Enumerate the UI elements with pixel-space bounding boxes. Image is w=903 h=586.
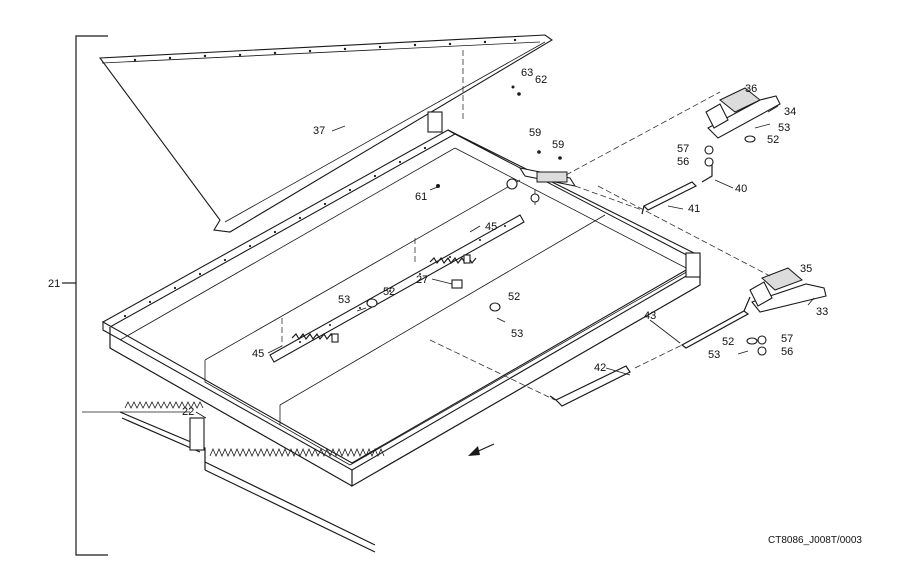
- callout-63: 63: [521, 67, 533, 79]
- lower-lever-assembly: [737, 267, 827, 356]
- callout-56-upper: 56: [677, 156, 689, 168]
- tension-springs: [281, 238, 477, 346]
- callout-33: 33: [816, 306, 828, 318]
- callout-52-center: 52: [508, 291, 520, 303]
- callout-34: 34: [784, 106, 796, 118]
- callout-52-lower: 52: [722, 336, 734, 348]
- callout-52-upper: 52: [767, 134, 779, 146]
- callout-61: 61: [415, 191, 427, 203]
- hardware-fasteners: [356, 85, 562, 323]
- leader-lines: [82, 105, 815, 419]
- callout-41: 41: [688, 203, 700, 215]
- main-frame: [101, 111, 701, 488]
- callout-56-lower: 56: [781, 346, 793, 358]
- callout-43: 43: [644, 310, 656, 322]
- callout-62: 62: [535, 74, 547, 86]
- cross-member: [506, 167, 577, 205]
- callout-40: 40: [735, 183, 747, 195]
- knife-sections: [119, 401, 385, 553]
- linkage-rods: [549, 160, 751, 407]
- callout-57-lower: 57: [781, 333, 793, 345]
- guide-lines: [429, 50, 771, 401]
- assembly-bracket: [62, 35, 108, 556]
- travel-direction-arrow-icon: [468, 443, 495, 456]
- callout-22: 22: [182, 406, 194, 418]
- callout-57-upper: 57: [677, 143, 689, 155]
- callout-53-lower: 53: [708, 349, 720, 361]
- callout-53-left: 53: [338, 294, 350, 306]
- callout-21: 21: [48, 278, 60, 290]
- top-cover-plate: [98, 34, 554, 233]
- upper-lever-assembly: [704, 87, 781, 167]
- callout-53-center: 53: [511, 328, 523, 340]
- callout-59-right: 59: [552, 139, 564, 151]
- callout-52-left: 52: [383, 286, 395, 298]
- callout-36: 36: [745, 83, 757, 95]
- callout-37: 37: [313, 125, 325, 137]
- callout-53-upper: 53: [778, 122, 790, 134]
- callout-45-upper: 45: [485, 221, 497, 233]
- center-divider-strip: [269, 214, 525, 363]
- callout-45-lower: 45: [252, 348, 264, 360]
- drawing-code: CT8086_J008T/0003: [768, 535, 862, 546]
- callout-labels: 21 22 27 33 34 35 36 37 40 41 42 43 45 4…: [48, 67, 828, 418]
- callout-59-left: 59: [529, 127, 541, 139]
- callout-35: 35: [800, 263, 812, 275]
- callout-27: 27: [416, 274, 428, 286]
- callout-42: 42: [594, 362, 606, 374]
